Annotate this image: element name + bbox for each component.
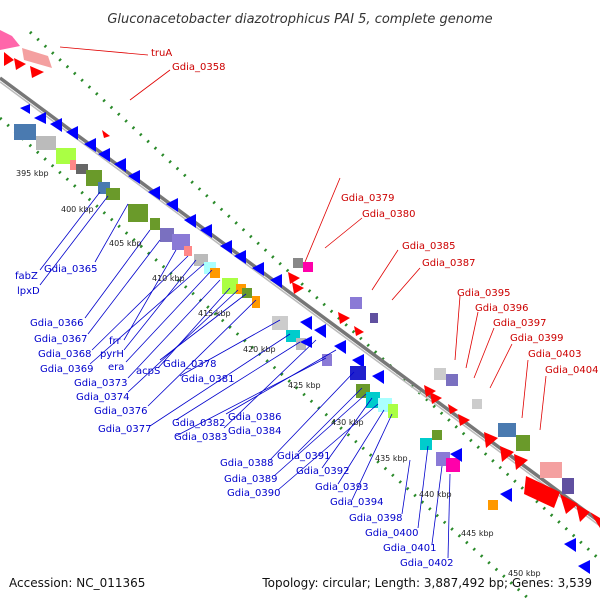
kbp-tick: 415 kbp <box>198 309 231 318</box>
gene-label: Gdia_0369 <box>40 364 93 375</box>
gene-label: Gdia_0387 <box>422 258 475 269</box>
gene-label: Gdia_0392 <box>296 466 349 477</box>
map-title: Gluconacetobacter diazotrophicus PAI 5, … <box>107 12 492 27</box>
forward-strand-genes <box>0 30 600 528</box>
kbp-tick: 400 kbp <box>61 205 94 214</box>
gene-label: frr <box>109 336 121 347</box>
genome-backbone <box>0 76 600 527</box>
gc-track-outer <box>28 30 600 562</box>
genome-summary-text: Topology: circular; Length: 3,887,492 bp… <box>261 576 592 590</box>
gene-label: Gdia_0368 <box>38 349 91 360</box>
gene-label: Gdia_0386 <box>228 412 281 423</box>
gene-label: Gdia_0389 <box>224 474 277 485</box>
gene-label: fabZ <box>15 271 38 282</box>
kbp-tick: 395 kbp <box>16 169 49 178</box>
gene-label: Gdia_0388 <box>220 458 273 469</box>
gene-label: Gdia_0383 <box>174 432 227 443</box>
gene-label: Gdia_0394 <box>330 497 383 508</box>
gene-label: Gdia_0401 <box>383 543 436 554</box>
gene-label: Gdia_0404 <box>545 365 598 376</box>
kbp-tick: 435 kbp <box>375 454 408 463</box>
gene-label: Gdia_0358 <box>172 62 225 73</box>
kbp-tick: 440 kbp <box>419 490 452 499</box>
blue-leader-lines <box>39 191 451 559</box>
gene-label: Gdia_0393 <box>315 482 368 493</box>
kbp-tick: 450 kbp <box>508 569 541 578</box>
gene-label: Gdia_0379 <box>341 193 394 204</box>
kbp-tick: 425 kbp <box>288 381 321 390</box>
gene-label: Gdia_0396 <box>475 303 528 314</box>
gene-label: Gdia_0382 <box>172 418 225 429</box>
gene-label: Gdia_0397 <box>493 318 546 329</box>
gene-label: Gdia_0365 <box>44 264 97 275</box>
reverse-gene-labels: fabZ lpxD Gdia_0365 Gdia_0366 Gdia_0367 … <box>15 264 453 569</box>
gene-label: Gdia_0400 <box>365 528 418 539</box>
gene-label: Gdia_0376 <box>94 406 147 417</box>
accession-text: Accession: NC_011365 <box>9 576 145 590</box>
kbp-tick: 410 kbp <box>152 274 185 283</box>
gene-label: Gdia_0374 <box>76 392 129 403</box>
gene-label: era <box>108 362 124 373</box>
gene-label: Gdia_0395 <box>457 288 510 299</box>
gene-label: Gdia_0402 <box>400 558 453 569</box>
red-leader-lines <box>59 46 547 431</box>
gene-label: Gdia_0399 <box>510 333 563 344</box>
gene-label: Gdia_0366 <box>30 318 83 329</box>
kbp-tick: 430 kbp <box>331 418 364 427</box>
gene-label: Gdia_0377 <box>98 424 151 435</box>
gene-label: Gdia_0398 <box>349 513 402 524</box>
gene-label: Gdia_0385 <box>402 241 455 252</box>
gc-dotted-tracks <box>0 30 600 600</box>
gene-label: Gdia_0378 <box>163 359 216 370</box>
gene-label: Gdia_0391 <box>277 451 330 462</box>
gene-label: acpS <box>136 366 160 377</box>
gene-label: Gdia_0390 <box>227 488 280 499</box>
forward-gene-labels: truA Gdia_0358 Gdia_0379 Gdia_0380 Gdia_… <box>151 48 598 376</box>
kbp-tick: 445 kbp <box>461 529 494 538</box>
gene-label: Gdia_0403 <box>528 349 581 360</box>
gene-label: Gdia_0367 <box>34 334 87 345</box>
gene-label: pyrH <box>100 349 124 360</box>
gene-label: Gdia_0380 <box>362 209 415 220</box>
kbp-tick: 420 kbp <box>243 345 276 354</box>
kbp-ticks: 395 kbp 400 kbp 405 kbp 410 kbp 415 kbp … <box>16 169 541 578</box>
gene-label: Gdia_0373 <box>74 378 127 389</box>
gene-label: Gdia_0384 <box>228 426 281 437</box>
gene-label: truA <box>151 48 172 59</box>
gene-label: lpxD <box>17 286 40 297</box>
reverse-strand-genes <box>14 104 590 574</box>
gene-label: Gdia_0381 <box>181 374 234 385</box>
kbp-tick: 405 kbp <box>109 239 142 248</box>
